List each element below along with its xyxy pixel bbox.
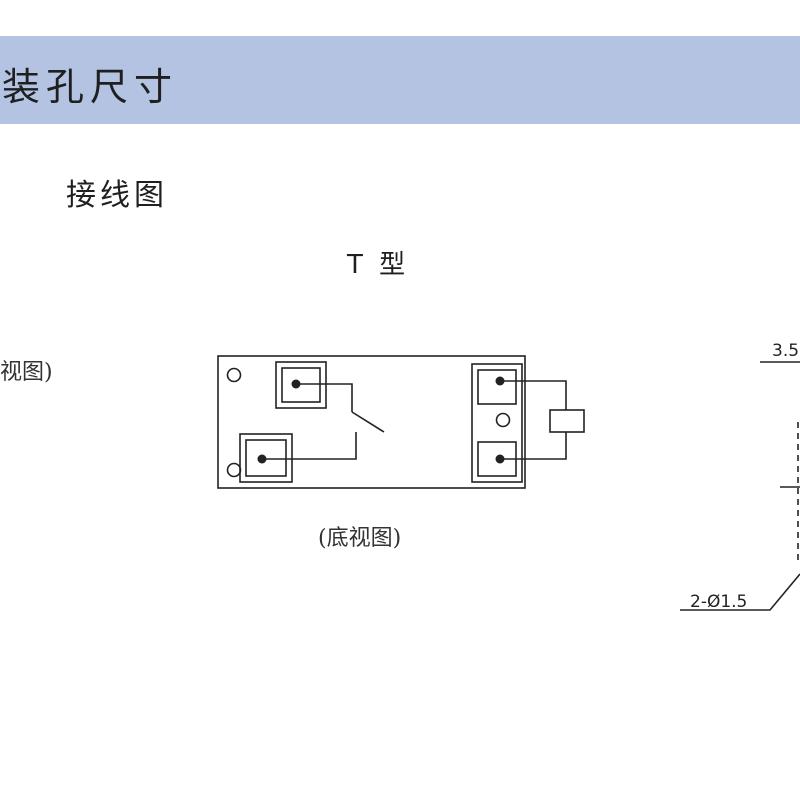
dimension-label-top: 3.5 (772, 341, 800, 361)
dimension-label-holes: 2-Ø1.5 (690, 592, 748, 612)
switch-wire-bottom (262, 432, 357, 460)
switch-blade (351, 411, 385, 433)
mounting-hole-center-right (495, 412, 511, 428)
coil-dot-top (495, 376, 505, 386)
switch-wire-top (296, 383, 353, 412)
mounting-hole-bottom-left (226, 462, 242, 478)
type-label: T 型 (347, 250, 410, 280)
bottom-view-caption: (底视图) (318, 526, 402, 551)
contact-terminal-top (275, 361, 327, 409)
terminal-dot-top (291, 379, 301, 389)
terminal-dot-bottom (257, 454, 267, 464)
coil-wire-top (500, 380, 567, 410)
dimension-leader-holes (680, 573, 800, 611)
contact-terminal-bottom (239, 433, 293, 483)
coil-dot-bottom (495, 454, 505, 464)
section-title: 接线图 (66, 178, 168, 213)
header-title: 装孔尺寸 (2, 65, 179, 109)
header-banner (0, 36, 800, 124)
left-view-caption-partial: 视图) (0, 360, 53, 385)
relay-board-outline (217, 355, 526, 489)
coil-wire-bottom (500, 432, 567, 460)
mounting-hole-top-left (226, 367, 242, 383)
coil-symbol (549, 409, 585, 433)
